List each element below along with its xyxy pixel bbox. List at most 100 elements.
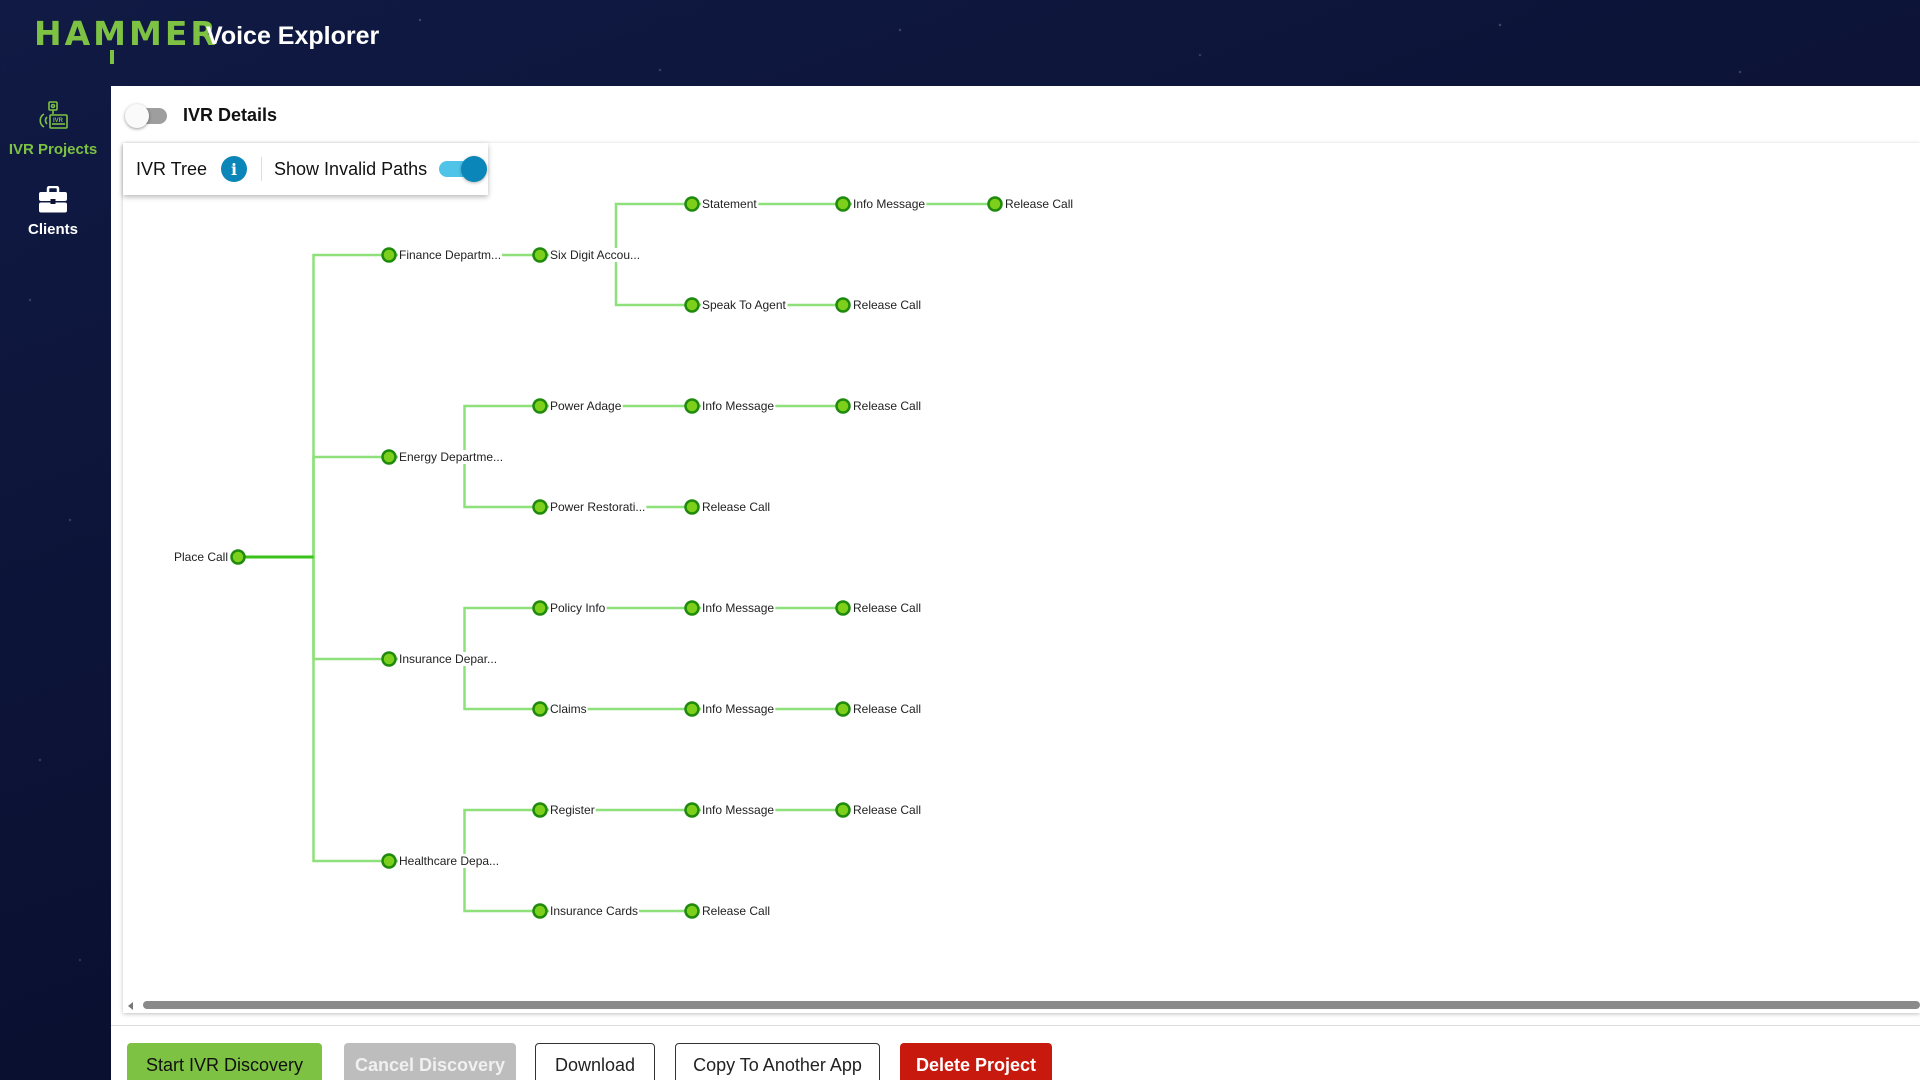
sidebar-item-ivr-projects[interactable]: IVR IVR Projects — [0, 100, 106, 158]
tree-node-label: Release Call — [853, 702, 921, 716]
tree-node[interactable]: Release Call — [835, 600, 923, 616]
tree-node-circle[interactable] — [381, 449, 397, 465]
tree-node[interactable]: Info Message — [684, 398, 776, 414]
tree-node-circle[interactable] — [835, 802, 851, 818]
ivr-tree-graph[interactable]: Place Call Finance Departm... Six Digit Ac… — [123, 143, 1920, 1013]
tree-node-circle[interactable] — [684, 297, 700, 313]
tree-node-circle[interactable] — [381, 247, 397, 263]
horizontal-scrollbar[interactable] — [128, 1001, 1920, 1011]
tree-node[interactable]: Policy Info — [532, 600, 607, 616]
tree-node-label: Speak To Agent — [702, 298, 787, 312]
tree-node-label: Finance Departm... — [399, 248, 501, 262]
toggle-knob — [125, 104, 149, 128]
ivr-tree-title: IVR Tree — [136, 158, 208, 179]
tree-node[interactable]: Speak To Agent — [684, 297, 788, 313]
tree-node-label: Release Call — [853, 601, 921, 615]
tree-node[interactable]: Healthcare Depa... — [381, 853, 501, 869]
tree-node[interactable]: Power Restorati... — [532, 499, 647, 515]
sidebar-item-clients[interactable]: Clients — [0, 185, 106, 238]
tree-node-circle[interactable] — [532, 600, 548, 616]
sidebar: IVR IVR Projects Clients — [0, 86, 111, 1080]
briefcase-icon — [39, 185, 67, 213]
show-invalid-paths-label: Show Invalid Paths — [274, 158, 428, 179]
tree-node-circle[interactable] — [532, 247, 548, 263]
tree-node-circle[interactable] — [532, 499, 548, 515]
tree-node-label: Insurance Depar... — [399, 652, 497, 666]
start-ivr-discovery-button[interactable]: Start IVR Discovery — [127, 1043, 322, 1080]
tree-node[interactable]: Register — [532, 802, 596, 818]
tree-node[interactable]: Release Call — [835, 398, 923, 414]
copy-to-another-app-button[interactable]: Copy To Another App — [675, 1043, 880, 1080]
tree-node-circle[interactable] — [684, 701, 700, 717]
tree-node[interactable]: Release Call — [987, 196, 1075, 212]
tree-node-label: Info Message — [702, 803, 774, 817]
tree-node[interactable]: Statement — [684, 196, 759, 212]
tree-node[interactable]: Info Message — [684, 701, 776, 717]
tree-node[interactable]: Info Message — [684, 600, 776, 616]
tree-node-circle[interactable] — [835, 196, 851, 212]
tree-node-circle[interactable] — [684, 398, 700, 414]
toolbar-divider — [261, 157, 263, 181]
tree-node-label: Release Call — [1005, 197, 1073, 211]
tree-node-label: Six Digit Accou... — [550, 248, 640, 262]
tree-node[interactable]: Release Call — [684, 499, 772, 515]
ivr-tree-canvas[interactable]: Place Call Finance Departm... Six Digit Ac… — [123, 143, 1920, 1013]
tree-node-label: Release Call — [702, 500, 770, 514]
tree-node-label: Power Adage — [550, 399, 622, 413]
download-button[interactable]: Download — [535, 1043, 655, 1080]
tree-node-circle[interactable] — [381, 651, 397, 667]
cancel-discovery-button[interactable]: Cancel Discovery — [344, 1043, 516, 1080]
top-bar: HAMMER Voice Explorer — [0, 0, 1920, 86]
tree-node-circle[interactable] — [987, 196, 1003, 212]
tree-node-label: Place Call — [174, 550, 228, 564]
tree-node-circle[interactable] — [684, 600, 700, 616]
tree-node-circle[interactable] — [532, 398, 548, 414]
tree-node[interactable]: Release Call — [835, 802, 923, 818]
tree-node-circle[interactable] — [532, 903, 548, 919]
scroll-left-arrow-icon[interactable] — [128, 1002, 133, 1010]
tree-node-label: Release Call — [853, 399, 921, 413]
delete-project-button[interactable]: Delete Project — [900, 1043, 1052, 1080]
tree-node-circle[interactable] — [684, 196, 700, 212]
ivr-projects-icon: IVR — [39, 101, 68, 129]
tree-node-circle[interactable] — [684, 499, 700, 515]
tree-node-circle[interactable] — [835, 398, 851, 414]
tree-node[interactable]: Release Call — [835, 297, 923, 313]
tree-node[interactable]: Info Message — [684, 802, 776, 818]
tree-node[interactable]: Info Message — [835, 196, 927, 212]
info-icon[interactable]: i — [221, 156, 248, 182]
tree-link — [540, 253, 692, 307]
tree-node-label: Power Restorati... — [550, 500, 645, 514]
tree-node-label: Info Message — [853, 197, 925, 211]
tree-node[interactable]: Release Call — [684, 903, 772, 919]
tree-link — [389, 657, 540, 711]
tree-node-circle[interactable] — [684, 802, 700, 818]
tree-node-circle[interactable] — [835, 701, 851, 717]
tree-node[interactable]: Insurance Cards — [532, 903, 640, 919]
tree-link — [389, 455, 540, 509]
tree-node[interactable]: Energy Departme... — [381, 449, 505, 465]
tree-node[interactable]: Release Call — [835, 701, 923, 717]
scrollbar-thumb[interactable] — [143, 1001, 1920, 1009]
tree-node[interactable]: Place Call — [172, 549, 246, 565]
tree-node-label: Release Call — [702, 904, 770, 918]
toggle-knob — [461, 156, 488, 182]
tree-node[interactable]: Insurance Depar... — [381, 651, 499, 667]
hammer-logo: HAMMER — [34, 14, 219, 53]
tree-node-circle[interactable] — [684, 903, 700, 919]
tree-node-label: Info Message — [702, 702, 774, 716]
tree-node-circle[interactable] — [230, 549, 246, 565]
tree-node[interactable]: Power Adage — [532, 398, 623, 414]
tree-node[interactable]: Six Digit Accou... — [532, 247, 642, 263]
tree-node-circle[interactable] — [532, 701, 548, 717]
app-title: Voice Explorer — [206, 22, 380, 50]
tree-node-label: Energy Departme... — [399, 450, 503, 464]
tree-node-circle[interactable] — [381, 853, 397, 869]
tree-node-circle[interactable] — [835, 297, 851, 313]
tree-node-circle[interactable] — [532, 802, 548, 818]
show-invalid-paths-toggle[interactable] — [439, 156, 488, 182]
tree-node[interactable]: Claims — [532, 701, 588, 717]
ivr-details-toggle[interactable] — [125, 104, 169, 128]
tree-node-circle[interactable] — [835, 600, 851, 616]
tree-node[interactable]: Finance Departm... — [381, 247, 503, 263]
